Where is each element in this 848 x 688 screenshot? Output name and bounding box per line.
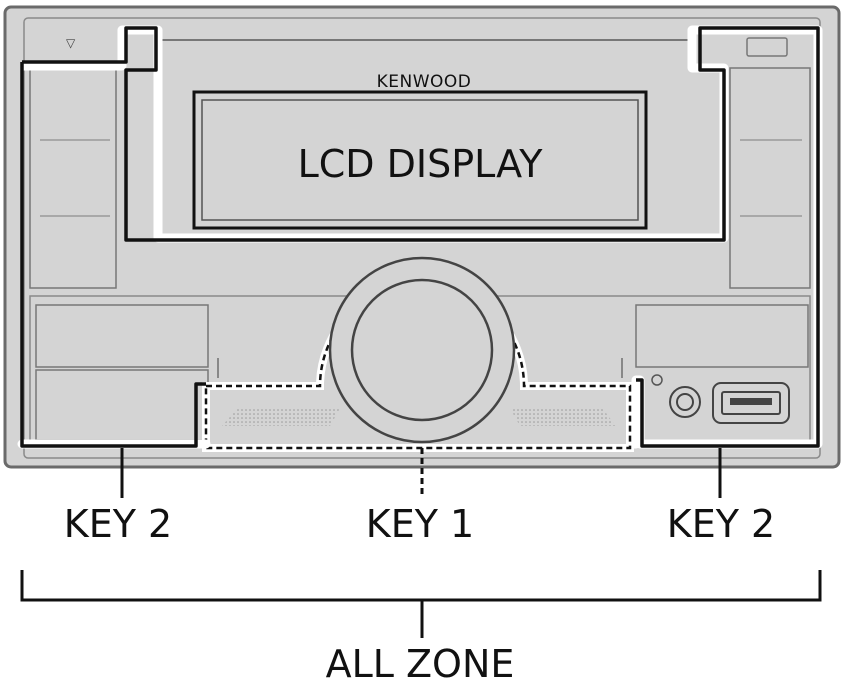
speaker-grill-right	[510, 408, 616, 426]
lcd-display-label: LCD DISPLAY	[297, 142, 543, 186]
usb-port-icon	[712, 382, 790, 424]
all-zone-bracket	[20, 570, 822, 638]
all-zone-label: ALL ZONE	[325, 642, 515, 686]
lcd-window	[201, 99, 639, 221]
key2-right-label: KEY 2	[666, 502, 776, 546]
left-button-column	[29, 67, 117, 289]
brand-logo: KENWOOD	[376, 72, 472, 92]
volume-knob-icon	[328, 256, 516, 444]
key1-label: KEY 1	[365, 502, 475, 546]
aux-jack-icon	[651, 374, 701, 418]
left-lower-buttons	[35, 304, 209, 441]
key2-left-label: KEY 2	[63, 502, 173, 546]
speaker-grill-left	[222, 408, 340, 426]
right-lower-button	[635, 304, 809, 368]
eject-icon: ▽	[66, 36, 76, 50]
right-button-column	[729, 37, 811, 289]
